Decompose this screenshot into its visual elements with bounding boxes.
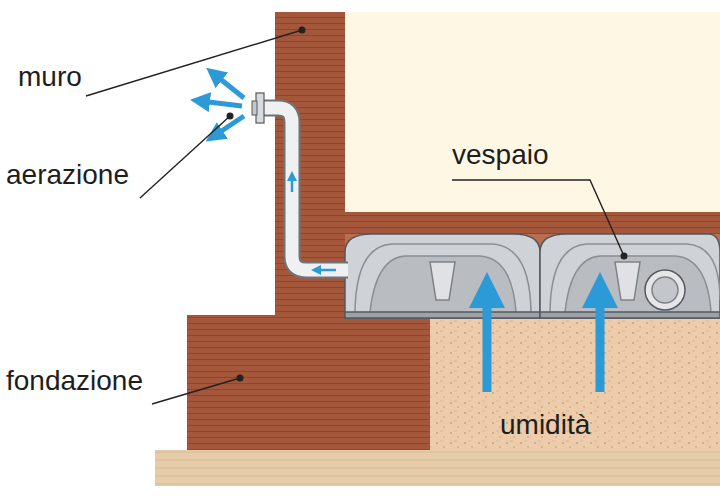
- leader-dot: [227, 27, 628, 382]
- floor-slab: [345, 212, 720, 234]
- airflow-arrow: [292, 176, 336, 270]
- part-label: vespaio: [450, 138, 551, 172]
- part-label: muro: [16, 60, 84, 94]
- vent-pipe: [252, 93, 348, 270]
- igloo-dome: [540, 234, 720, 318]
- igloo-dome: [345, 234, 540, 318]
- humidity-arrow: [487, 290, 600, 392]
- part-label: fondazione: [4, 364, 145, 398]
- airflow-arrow: [200, 74, 244, 136]
- part-label: aerazione: [4, 158, 131, 192]
- lean-concrete: [155, 450, 720, 486]
- leader-line: [86, 30, 624, 404]
- part-label: umidità: [498, 408, 592, 442]
- room-interior: [345, 12, 720, 212]
- soil: [430, 318, 720, 450]
- vespaio-bed: [345, 234, 720, 318]
